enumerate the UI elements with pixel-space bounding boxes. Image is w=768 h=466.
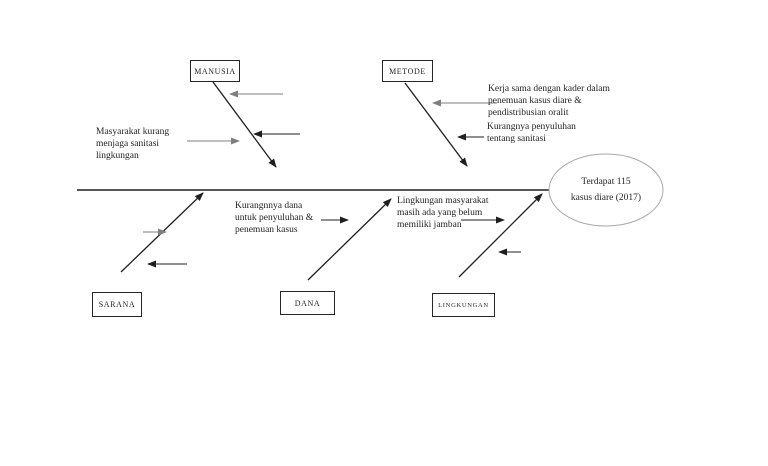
category-box-lingkungan-label: LINGKUNGAN [438,301,489,309]
category-box-dana: DANA [280,291,335,315]
cause-label-lingkungan-jamban: Lingkungan masyarakat masih ada yang bel… [397,195,489,231]
cause-line: masih ada yang belum [397,208,483,218]
effect-line-2: kasus diare (2017) [570,193,642,203]
cause-line: penemuan kasus diare & [488,96,582,106]
category-box-manusia: MANUSIA [190,60,240,82]
category-box-lingkungan: LINGKUNGAN [432,293,495,317]
cause-line: Kurangnya penyuluhan [487,122,576,132]
effect-line-1: Terdapat 115 [581,177,631,187]
category-box-manusia-label: MANUSIA [194,66,236,76]
cause-line: Lingkungan masyarakat [397,196,489,206]
cause-label-manusia-sanitasi: Masyarakat kurang menjaga sanitasi lingk… [96,126,169,162]
cause-line: menjaga sanitasi [96,139,160,149]
category-box-metode: METODE [382,60,433,82]
category-box-sarana-label: SARANA [98,300,136,309]
category-box-metode-label: METODE [389,66,426,76]
cause-line: Kurangnnya dana [235,201,303,211]
cause-line: pendistribusian oralit [488,108,569,118]
effect-ellipse [548,153,664,227]
category-box-dana-label: DANA [294,298,321,308]
manusia-branch-line [212,81,277,168]
cause-line: Masyarakat kurang [96,127,170,137]
effect-label: Terdapat 115 kasus diare (2017) [549,174,663,206]
cause-label-metode-penyuluhan: Kurangnya penyuluhan tentang sanitasi [487,121,576,145]
metode-branch-line [404,82,468,167]
cause-line: Kerja sama dengan kader dalam [488,84,610,94]
cause-label-dana-kurang: Kurangnnya dana untuk penyuluhan & penem… [235,200,313,236]
cause-line: memiliki jamban [397,220,462,230]
cause-line: untuk penyuluhan & [235,213,314,223]
dana-branch-line [307,198,392,281]
cause-line: lingkungan [96,151,139,161]
category-box-sarana: SARANA [92,292,142,317]
cause-label-metode-kader: Kerja sama dengan kader dalam penemuan k… [488,83,610,119]
cause-line: penemuan kasus [235,225,298,235]
lingkungan-branch-line [458,193,543,278]
cause-line: tentang sanitasi [487,134,546,144]
